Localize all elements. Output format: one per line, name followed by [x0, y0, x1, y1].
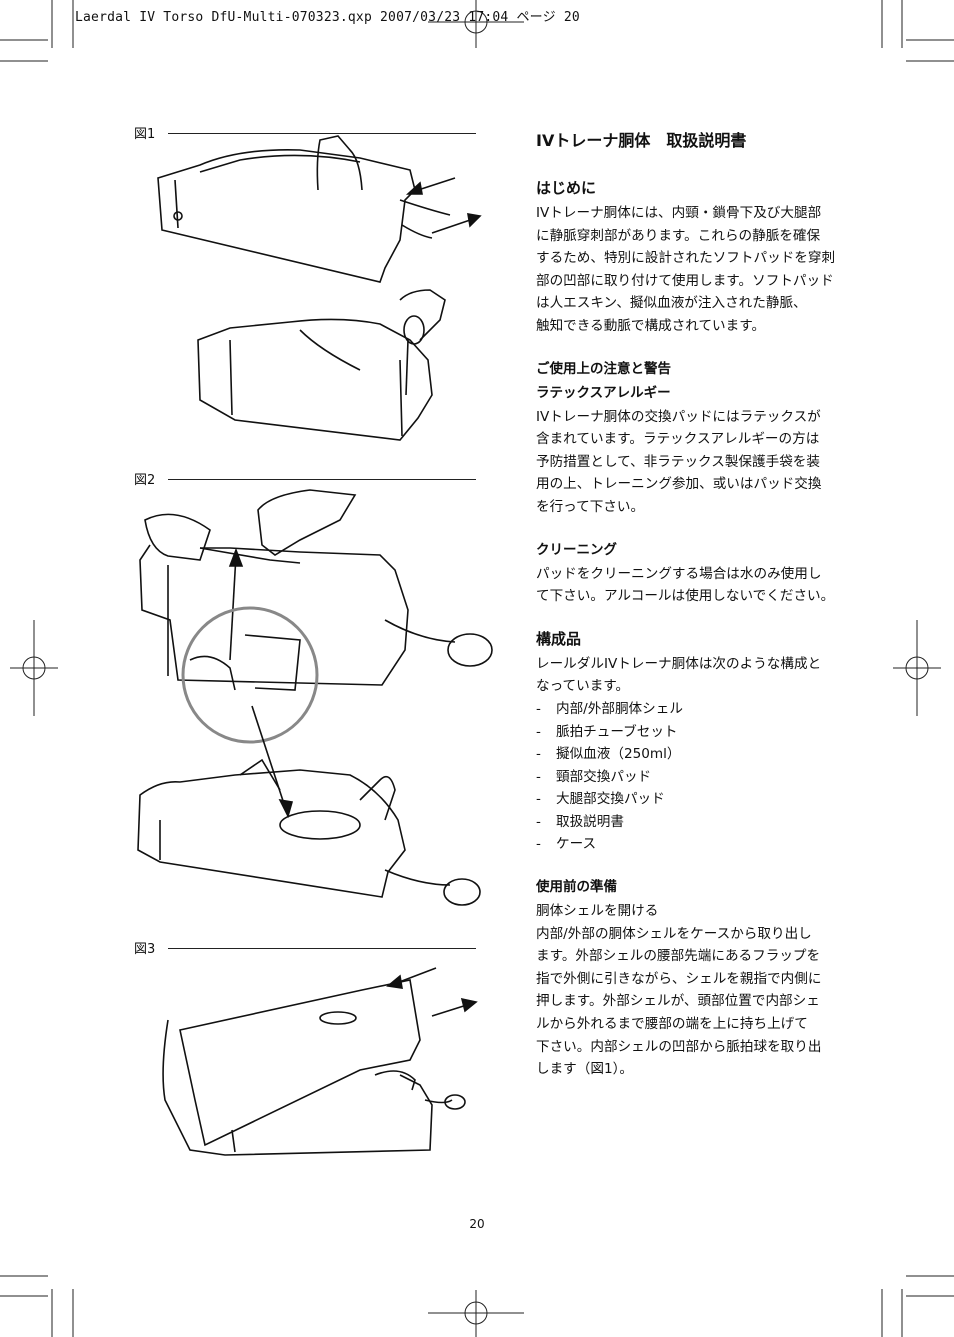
components-line: なっています。: [536, 678, 630, 695]
cleaning-line: て下さい。アルコールは使用しないでください。: [536, 588, 835, 605]
intro-line: は人エスキン、擬似血液が注入された静脈、: [536, 295, 807, 312]
registration-marks: [10, 0, 941, 1337]
figure-1-illustration: [157, 135, 482, 441]
preparation-line: 内部/外部の胴体シェルをケースから取り出し: [536, 925, 812, 942]
figure-2-illustration: [137, 489, 493, 906]
figure-1-label: 図1: [134, 127, 156, 142]
preparation-line: 下さい。内部シェルの凹部から脈拍球を取り出: [536, 1038, 822, 1055]
preparation-line: します（図1）。: [536, 1061, 634, 1078]
preparation-heading: 使用前の準備: [536, 879, 617, 896]
figure-1-rule: [168, 133, 476, 134]
figure-3-label: 図3: [134, 942, 156, 957]
figure-2-rule: [168, 479, 476, 480]
text-column: IVトレーナ胴体 取扱説明書 はじめに IVトレーナ胴体には、内頸・鎖骨下及び大…: [536, 127, 866, 1081]
latex-heading: ラテックスアレルギー: [536, 384, 671, 401]
latex-line: 予防措置として、非ラテックス製保護手袋を装: [536, 453, 820, 470]
page-number: 20: [469, 1217, 485, 1231]
list-item: 脈拍チューブセット: [536, 721, 866, 744]
list-item: 内部/外部胴体シェル: [536, 698, 866, 721]
preparation-subheading: 胴体シェルを開ける: [536, 903, 659, 920]
intro-line: するため、特別に設計されたソフトパッドを穿刺: [536, 250, 836, 267]
list-item: 取扱説明書: [536, 811, 866, 834]
preparation-line: 押します。外部シェルが、頭部位置で内部シェ: [536, 993, 820, 1010]
cleaning-line: パッドをクリーニングする場合は水のみ使用し: [536, 565, 822, 582]
preparation-line: ます。外部シェルの腰部先端にあるフラップを: [536, 948, 821, 965]
preparation-line: ルから外れるまで腰部の端を上に持ち上げて: [536, 1016, 808, 1033]
intro-line: IVトレーナ胴体には、内頸・鎖骨下及び大腿部: [536, 205, 822, 221]
file-header: Laerdal IV Torso DfU-Multi-070323.qxp 20…: [75, 10, 580, 25]
list-item: 擬似血液（250ml）: [536, 743, 866, 766]
latex-line: 含まれています。ラテックスアレルギーの方は: [536, 431, 820, 448]
list-item: 大腿部交換パッド: [536, 788, 866, 811]
cleaning-heading: クリーニング: [536, 541, 617, 558]
intro-heading: はじめに: [536, 179, 597, 197]
latex-line: 用の上、トレーニング参加、或いはパッド交換: [536, 476, 822, 493]
list-item: 頸部交換パッド: [536, 766, 866, 789]
components-list: 内部/外部胴体シェル 脈拍チューブセット 擬似血液（250ml） 頸部交換パッド…: [536, 698, 866, 856]
page-title: IVトレーナ胴体 取扱説明書: [536, 131, 747, 150]
latex-line: IVトレーナ胴体の交換パッドにはラテックスが: [536, 408, 821, 425]
cautions-heading: ご使用上の注意と警告: [536, 360, 671, 377]
intro-line: 部の凹部に取り付けて使用します。ソフトパッド: [536, 272, 834, 289]
list-item: ケース: [536, 833, 866, 856]
components-line: レールダルIVトレーナ胴体は次のような構成と: [536, 655, 822, 672]
figure-2-label: 図2: [134, 473, 156, 488]
figure-3-illustration: [162, 967, 478, 1156]
components-heading: 構成品: [536, 629, 582, 648]
intro-line: 触知できる動脈で構成されています。: [536, 317, 766, 334]
figure-3-rule: [168, 948, 476, 949]
intro-line: に静脈穿刺部があります。これらの静脈を確保: [536, 227, 821, 244]
latex-line: を行って下さい。: [536, 498, 645, 515]
preparation-line: 指で外側に引きながら、シェルを親指で内側に: [536, 970, 822, 987]
